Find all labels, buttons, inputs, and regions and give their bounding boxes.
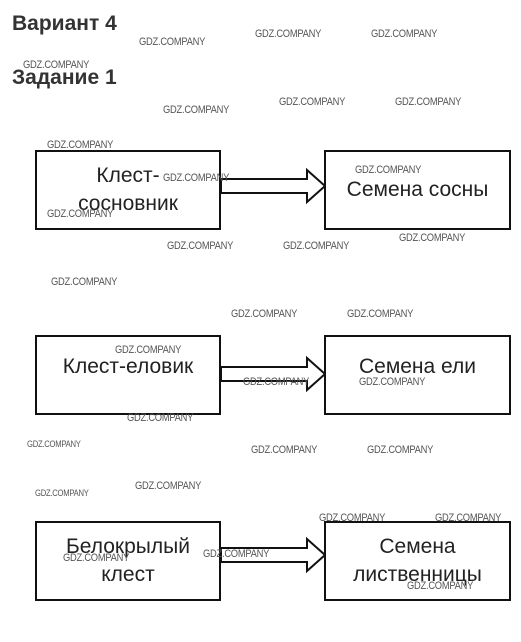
watermark: GDZ.COMPANY [347,308,414,320]
watermark: GDZ.COMPANY [251,444,318,456]
food-box-2: Семена ели [324,335,511,415]
watermark: GDZ.COMPANY [283,240,350,252]
arrow-icon-3 [220,536,327,574]
predator-box-2: Клест-еловик [35,335,221,415]
food-label-1: Семена сосны [346,178,489,201]
watermark: GDZ.COMPANY [135,480,202,492]
predator-label-3: Белокрылый клест [66,535,190,586]
arrow-icon-2 [220,355,327,393]
watermark: GDZ.COMPANY [367,444,434,456]
arrow-icon-1 [220,167,327,205]
watermark: GDZ.COMPANY [139,36,206,48]
predator-label-1: Клест- сосновник [78,164,178,215]
food-box-1: Семена сосны [324,150,511,230]
watermark: GDZ.COMPANY [27,439,81,449]
predator-box-3: Белокрылый клест [35,521,221,601]
food-label-2: Семена ели [358,355,477,378]
watermark: GDZ.COMPANY [279,96,346,108]
watermark: GDZ.COMPANY [255,28,322,40]
watermark: GDZ.COMPANY [399,232,466,244]
task-heading: Задание 1 [12,66,117,89]
food-label-3: Семена лиственницы [353,535,482,586]
predator-label-2: Клест-еловик [62,355,194,378]
watermark: GDZ.COMPANY [371,28,438,40]
food-box-3: Семена лиственницы [324,521,511,601]
predator-box-1: Клест- сосновник [35,150,221,230]
watermark: GDZ.COMPANY [167,240,234,252]
watermark: GDZ.COMPANY [231,308,298,320]
watermark: GDZ.COMPANY [35,488,89,498]
watermark: GDZ.COMPANY [395,96,462,108]
watermark: GDZ.COMPANY [163,104,230,116]
variant-heading: Вариант 4 [12,12,117,35]
watermark: GDZ.COMPANY [51,276,118,288]
